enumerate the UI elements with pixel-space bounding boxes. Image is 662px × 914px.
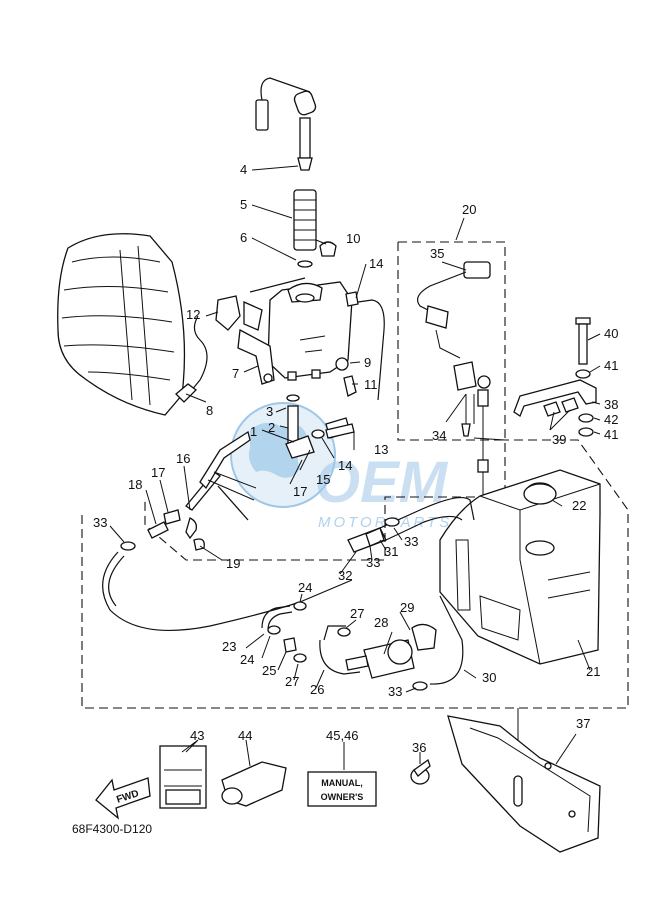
fittings-24-25-27 (267, 601, 351, 663)
callout-18: 18 (128, 477, 142, 492)
cable-20 (417, 261, 491, 359)
mount-bracket (513, 317, 597, 437)
decal-43 (159, 745, 207, 809)
callout-8: 8 (206, 403, 213, 418)
callout-34: 34 (432, 428, 446, 443)
callout-33-bottom: 33 (388, 684, 402, 699)
callout-35: 35 (430, 246, 444, 261)
callout-29: 29 (400, 600, 414, 615)
callout-27-top: 27 (350, 606, 364, 621)
callout-14-mid: 14 (338, 458, 352, 473)
callout-13: 13 (374, 442, 388, 457)
callout-17-left: 17 (151, 465, 165, 480)
oil-strainer (293, 189, 317, 268)
oil-reservoir-upper (267, 281, 353, 381)
manual-line-2: OWNER'S (321, 792, 364, 802)
callout-31: 31 (384, 544, 398, 559)
owners-manual: MANUAL, OWNER'S (307, 771, 377, 807)
callout-45-46: 45,46 (326, 728, 359, 743)
diagram-code: 68F4300-D120 (72, 822, 152, 836)
callout-36: 36 (412, 740, 426, 755)
callout-43: 43 (190, 728, 204, 743)
callout-14-top: 14 (369, 256, 383, 271)
wire-harness (185, 277, 306, 399)
callout-21: 21 (586, 664, 600, 679)
watermark-sub: MOTORPARTS (318, 514, 452, 531)
callout-27-bottom: 27 (285, 674, 299, 689)
cover-44 (221, 761, 287, 807)
fitting-9 (335, 291, 385, 401)
manual-line-1: MANUAL, (321, 778, 363, 788)
dashed-guide-20 (397, 242, 505, 441)
bracket-12 (215, 295, 263, 331)
callout-33-right: 33 (404, 534, 418, 549)
clip-36 (410, 758, 431, 785)
oil-level-sensor (255, 77, 317, 171)
callout-44: 44 (238, 728, 252, 743)
callout-33-left: 33 (93, 515, 107, 530)
callout-10: 10 (346, 231, 360, 246)
tank-cap-22 (523, 483, 557, 505)
fittings-31-33 (120, 517, 428, 691)
hose-8 (175, 383, 197, 403)
callout-1: 1 (250, 424, 257, 439)
breather-cap (319, 241, 337, 257)
callout-42: 42 (604, 412, 618, 427)
dashed-group-lower (81, 439, 629, 709)
fwd-arrow-icon: FWD (95, 777, 151, 820)
callout-3: 3 (266, 404, 273, 419)
callout-40: 40 (604, 326, 618, 341)
mount-plate-37 (447, 715, 601, 853)
callout-17-center: 17 (293, 484, 307, 499)
callout-6: 6 (240, 230, 247, 245)
callout-20: 20 (462, 202, 476, 217)
callout-26: 26 (310, 682, 324, 697)
watermark-brand: OEM (315, 450, 449, 515)
callout-32: 32 (338, 568, 352, 583)
callout-37: 37 (576, 716, 590, 731)
fitting-18 (147, 509, 205, 551)
callout-41-top: 41 (604, 358, 618, 373)
callout-24-bottom: 24 (240, 652, 254, 667)
callout-25: 25 (262, 663, 276, 678)
callout-33-mid: 33 (366, 555, 380, 570)
watermark: OEM MOTORPARTS (230, 402, 452, 531)
leader-lines (109, 165, 601, 770)
callout-19: 19 (226, 556, 240, 571)
callout-15: 15 (316, 472, 330, 487)
callout-11: 11 (364, 377, 378, 392)
callout-7: 7 (232, 366, 239, 381)
callout-12: 12 (186, 307, 200, 322)
callout-16: 16 (176, 451, 190, 466)
callout-41-bottom: 41 (604, 427, 618, 442)
callout-39: 39 (552, 432, 566, 447)
callout-9: 9 (364, 355, 371, 370)
callout-5: 5 (240, 197, 247, 212)
engine-cowling (57, 233, 186, 416)
callout-2: 2 (268, 420, 275, 435)
callout-labels: 4 5 6 10 14 12 7 9 11 8 3 1 2 13 14 15 1… (93, 162, 618, 755)
callout-23: 23 (222, 639, 236, 654)
callout-24-top: 24 (298, 580, 312, 595)
callout-38: 38 (604, 397, 618, 412)
callout-22: 22 (572, 498, 586, 513)
callout-30: 30 (482, 670, 496, 685)
oil-pump-28 (345, 623, 437, 679)
callout-28: 28 (374, 615, 388, 630)
callout-4: 4 (240, 162, 247, 177)
